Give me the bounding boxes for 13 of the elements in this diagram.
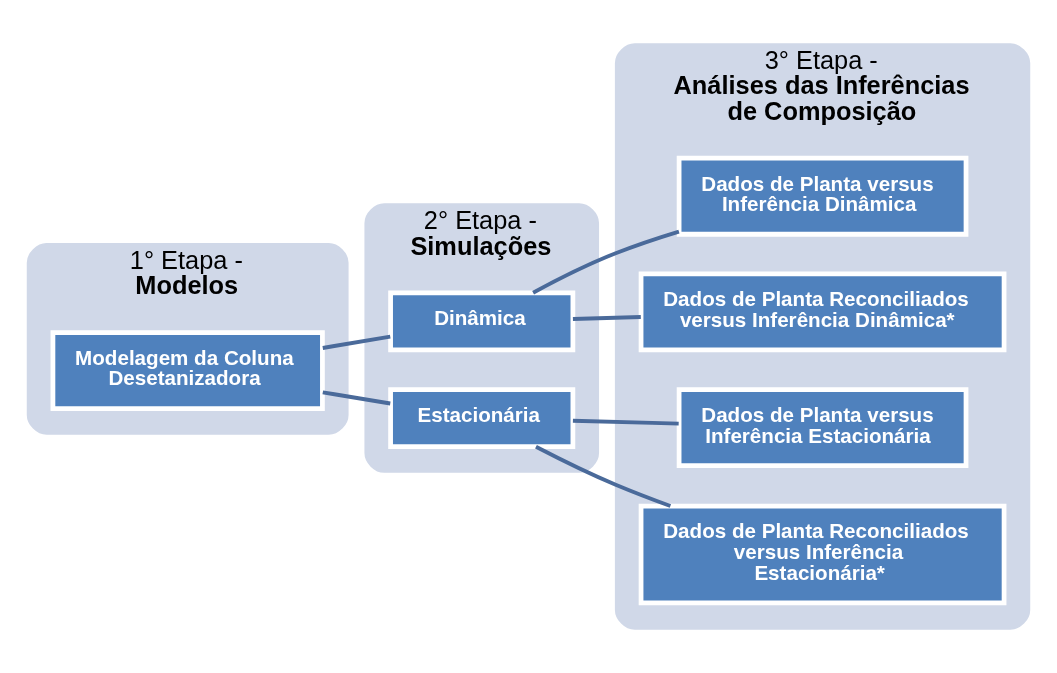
connector xyxy=(322,334,391,350)
node-box: Dados de Planta versus Inferência Estacionária xyxy=(676,387,969,469)
connector xyxy=(532,229,680,295)
node-box: Dados de Planta Reconciliados versus Inferência Dinâmica* xyxy=(638,271,1007,353)
node-box: Modelagem da Coluna Desetanizadora xyxy=(50,330,325,411)
node-box: Dinâmica xyxy=(388,290,576,353)
connector xyxy=(572,315,641,321)
node-box: Dados de Planta versus Inferência Dinâmica xyxy=(676,155,969,237)
node-box: Estacionária xyxy=(388,387,576,450)
node-box: Dados de Planta Reconciliados versus Inferência Estacionária* xyxy=(638,503,1007,606)
connector xyxy=(322,390,391,406)
connector xyxy=(572,418,679,426)
connector xyxy=(535,445,672,508)
